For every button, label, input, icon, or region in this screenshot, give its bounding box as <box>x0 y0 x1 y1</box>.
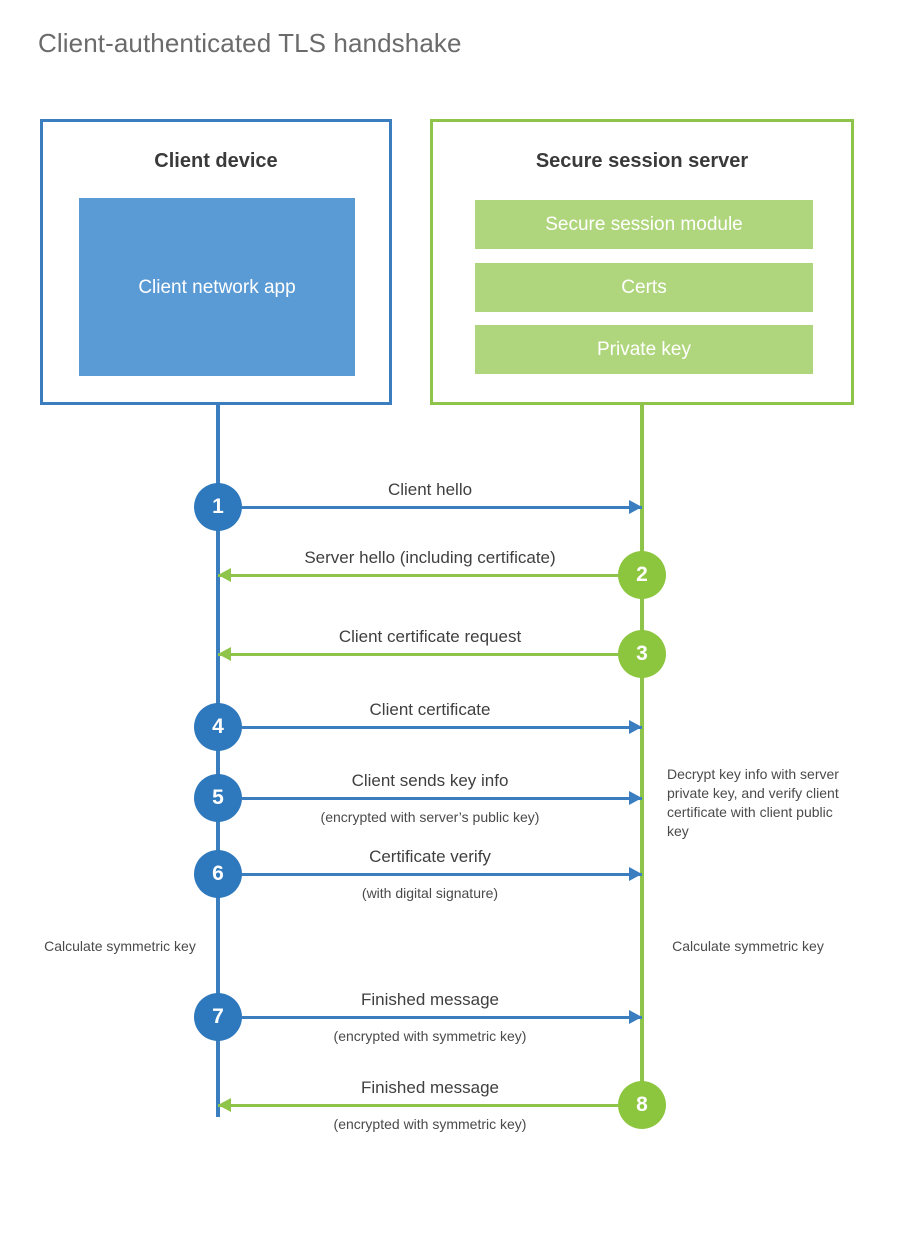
message-label-step-3: Client certificate request <box>338 627 522 646</box>
arrow-head-step-5 <box>629 791 642 805</box>
server-lifeline <box>640 405 644 1105</box>
step-circle-2[interactable]: 2 <box>618 551 666 599</box>
server-decrypt-note: Decrypt key info with server private key… <box>667 766 839 839</box>
secure-session-server-box: Secure session server Secure session mod… <box>430 119 854 405</box>
step-circle-1[interactable]: 1 <box>194 483 242 531</box>
message-sublabel-step-5: (encrypted with server’s public key) <box>320 809 540 825</box>
message-label-step-4: Client certificate <box>369 700 491 719</box>
step-circle-5[interactable]: 5 <box>194 774 242 822</box>
arrow-head-step-1 <box>629 500 642 514</box>
arrow-line-step-8 <box>218 1104 618 1107</box>
message-sublabel-step-8: (encrypted with symmetric key) <box>333 1116 527 1132</box>
arrow-head-step-7 <box>629 1010 642 1024</box>
arrow-line-step-2 <box>218 574 618 577</box>
arrow-head-step-4 <box>629 720 642 734</box>
client-device-box: Client device Client network app <box>40 119 392 405</box>
step-circle-6[interactable]: 6 <box>194 850 242 898</box>
step-circle-3[interactable]: 3 <box>618 630 666 678</box>
arrow-line-step-3 <box>218 653 618 656</box>
arrow-line-step-6 <box>242 873 642 876</box>
server-module-certs: Certs <box>475 263 813 312</box>
secure-session-server-title: Secure session server <box>535 150 749 172</box>
message-label-step-8: Finished message <box>361 1078 499 1097</box>
message-sublabel-step-6: (with digital signature) <box>361 885 499 901</box>
server-calculate-symmetric-key-note: Calculate symmetric key <box>672 938 824 954</box>
step-circle-8[interactable]: 8 <box>618 1081 666 1129</box>
client-device-title: Client device <box>154 150 278 172</box>
arrow-head-step-3 <box>218 647 231 661</box>
step-circle-7[interactable]: 7 <box>194 993 242 1041</box>
page-title: Client-authenticated TLS handshake <box>38 28 462 58</box>
step-circle-4[interactable]: 4 <box>194 703 242 751</box>
arrow-line-step-4 <box>242 726 642 729</box>
server-module-private-key: Private key <box>475 325 813 374</box>
arrow-line-step-7 <box>242 1016 642 1019</box>
message-label-step-1: Client hello <box>387 480 473 499</box>
arrow-line-step-1 <box>242 506 642 509</box>
message-sublabel-step-7: (encrypted with symmetric key) <box>333 1028 527 1044</box>
client-network-app-block: Client network app <box>79 198 355 376</box>
message-label-step-7: Finished message <box>361 990 499 1009</box>
arrow-head-step-2 <box>218 568 231 582</box>
message-label-step-2: Server hello (including certificate) <box>304 548 556 567</box>
arrow-head-step-6 <box>629 867 642 881</box>
message-label-step-5: Client sends key info <box>351 771 509 790</box>
client-calculate-symmetric-key-note: Calculate symmetric key <box>44 938 196 954</box>
message-label-step-6: Certificate verify <box>369 847 491 866</box>
arrow-head-step-8 <box>218 1098 231 1112</box>
server-module-secure-session-module: Secure session module <box>475 200 813 249</box>
arrow-line-step-5 <box>242 797 642 800</box>
client-lifeline <box>216 405 220 1117</box>
